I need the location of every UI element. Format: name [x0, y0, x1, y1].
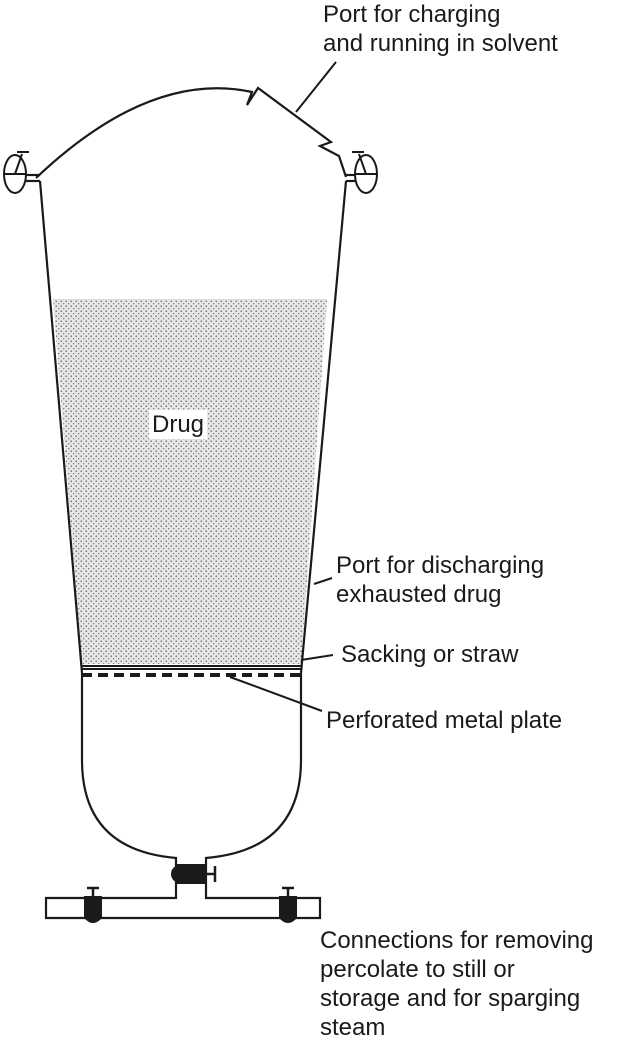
- leader-charging: [295, 61, 337, 113]
- label-sacking: Sacking or straw: [341, 641, 519, 668]
- label-charging-port: Port for charging and running in solvent: [323, 0, 558, 58]
- outlet-valve-icon: [171, 864, 217, 884]
- label-line: Port for charging: [323, 1, 501, 28]
- leader-discharging: [313, 577, 333, 585]
- connection-valve-left-icon: [84, 886, 102, 923]
- label-line: steam: [320, 1014, 386, 1041]
- label-drug: Drug: [149, 410, 208, 439]
- right-valve-icon: [352, 151, 378, 194]
- leader-sacking: [300, 654, 334, 661]
- outlet-pipe: [44, 876, 322, 920]
- label-perforated-plate: Perforated metal plate: [326, 707, 563, 734]
- label-line: exhausted drug: [336, 581, 502, 608]
- connection-valve-right-icon: [279, 886, 297, 923]
- label-connections: Connections for removing percolate to st…: [320, 926, 593, 1042]
- left-valve-icon: [3, 151, 29, 194]
- label-discharging-port: Port for discharging exhausted drug: [336, 551, 544, 609]
- label-line: Port for discharging: [336, 552, 545, 579]
- label-line: Connections for removing: [320, 927, 594, 954]
- drug-bed: [53, 299, 327, 664]
- leader-lines: [229, 61, 337, 712]
- label-line: percolate to still or: [320, 956, 515, 983]
- leader-plate: [229, 676, 323, 712]
- label-line: storage and for sparging: [320, 985, 581, 1012]
- label-line: and running in solvent: [323, 30, 558, 57]
- vessel-outline: [26, 86, 360, 876]
